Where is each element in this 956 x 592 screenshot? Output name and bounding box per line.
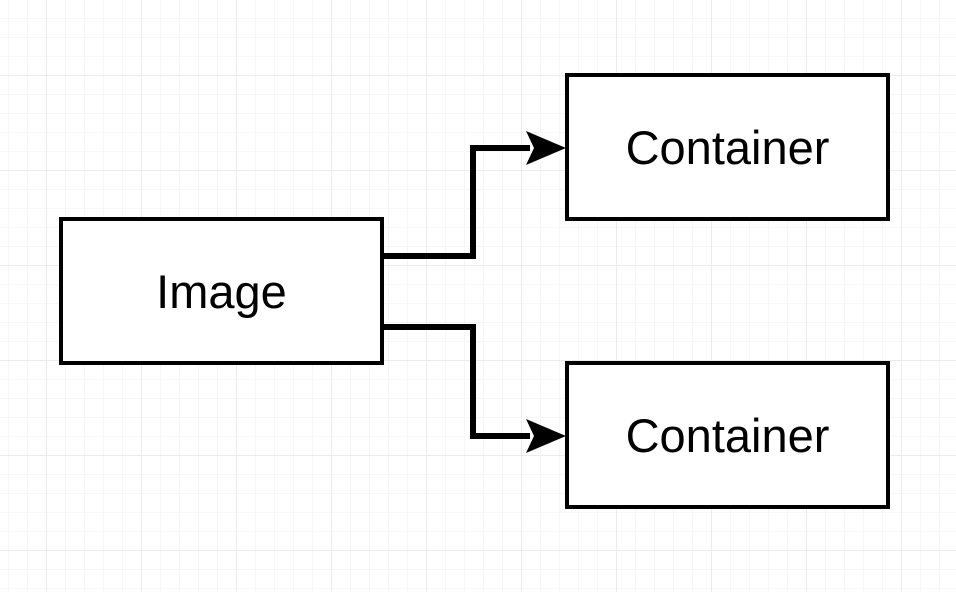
- node-label: Container: [625, 120, 830, 174]
- node-container-bottom[interactable]: Container: [565, 361, 890, 509]
- arrowhead-icon: [526, 419, 566, 453]
- connector-line: [384, 145, 530, 259]
- node-label: Image: [156, 264, 287, 318]
- edge-image-to-container-1: [384, 131, 566, 259]
- edge-image-to-container-2: [384, 324, 566, 453]
- node-container-top[interactable]: Container: [565, 73, 890, 221]
- node-label: Container: [625, 408, 830, 462]
- arrowhead-icon: [526, 131, 566, 165]
- node-image[interactable]: Image: [59, 217, 384, 365]
- connector-line: [384, 324, 530, 439]
